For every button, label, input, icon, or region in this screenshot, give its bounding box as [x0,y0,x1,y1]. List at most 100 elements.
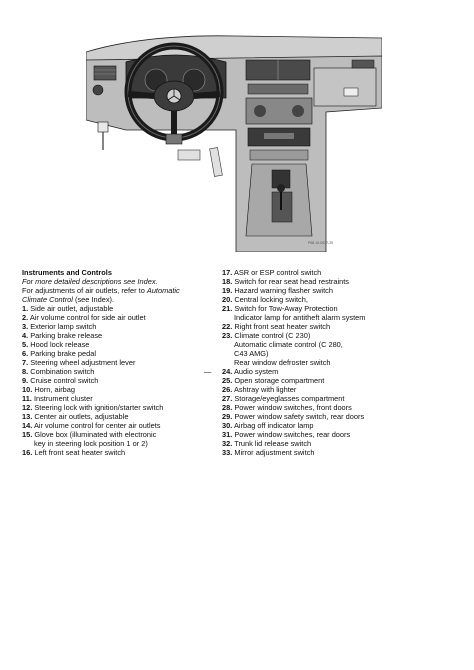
legend-intro-link-a: Automatic [146,286,180,295]
legend-item: Indicator lamp for antitheft alarm syste… [222,313,467,322]
legend-item: 31. Power window switches, rear doors [222,430,467,439]
legend-item: 15. Glove box (illuminated with electron… [22,430,222,439]
legend-intro-tail: (see Index). [75,295,115,304]
legend-item-text: Power window safety switch, rear doors [234,412,365,421]
legend-item: 13. Center air outlets, adjustable [22,412,222,421]
legend-item-number: 11. [22,394,32,403]
legend-item-text: Hood lock release [30,340,90,349]
legend-item-text: Open storage compartment [234,376,325,385]
legend-item-number: 12. [22,403,33,412]
legend-item-number: 14. [22,421,33,430]
legend-item: 16. Left front seat heater switch [22,448,222,457]
legend-item-text: Trunk lid release switch [234,439,312,448]
legend-item: 14. Air volume control for center air ou… [22,421,222,430]
legend-item-text: Center air outlets, adjustable [34,412,129,421]
legend-item-number: 5. [22,340,29,349]
legend-item-number: 7. [22,358,29,367]
legend-item-text: Switch for rear seat head restraints [234,277,349,286]
legend-item-text: Mirror adjustment switch [234,448,315,457]
legend-item: 8. Combination switch [22,367,222,376]
legend-item-number: 9. [22,376,29,385]
legend-item: 9. Cruise control switch [22,376,222,385]
legend-item-number: 13. [22,412,33,421]
legend-item-number: 28. [222,403,233,412]
legend-item: 5. Hood lock release [22,340,222,349]
legend-item-number: 21. [222,304,233,313]
legend-item-text: Exterior lamp switch [30,322,97,331]
legend-item-text: Glove box (illuminated with electronic [34,430,157,439]
legend-item-number: 1. [22,304,29,313]
legend-item-number: 30. [222,421,233,430]
legend-item: Rear window defroster switch [222,358,467,367]
legend-item-number: 27. [222,394,233,403]
legend-item-number: 6. [22,349,29,358]
legend-item-number: 10. [22,385,33,394]
legend-item: Automatic climate control (C 280, [222,340,467,349]
legend-item-text: Climate control (C 230) [234,331,311,340]
legend-item: 25. Open storage compartment [222,376,467,385]
legend-item: 32. Trunk lid release switch [222,439,467,448]
legend-item-text: Parking brake pedal [30,349,96,358]
legend-item: 12. Steering lock with ignition/starter … [22,403,222,412]
legend-item-text: Steering wheel adjustment lever [30,358,136,367]
legend-item: 29. Power window safety switch, rear doo… [222,412,467,421]
legend-item-text: Left front seat heater switch [34,448,126,457]
legend-item-text: Ashtray with lighter [233,385,297,394]
legend-item-text: Storage/eyeglasses compartment [234,394,345,403]
legend-item: 7. Steering wheel adjustment lever [22,358,222,367]
legend-intro-line3: Climate Control (see Index). [22,295,222,304]
legend-item: 18. Switch for rear seat head restraints [222,277,467,286]
legend-item-text: Parking brake release [30,331,103,340]
legend-item: 28. Power window switches, front doors [222,403,467,412]
legend-item-number: 18. [222,277,233,286]
legend-item: 33. Mirror adjustment switch [222,448,467,457]
legend-intro-line2: For adjustments of air outlets, refer to… [22,286,222,295]
legend-item: 2. Air volume control for side air outle… [22,313,222,322]
legend-item: key in steering lock position 1 or 2) [22,439,222,448]
legend-item-number: 23. [222,331,233,340]
dashboard-illustration: P68.10-0037-25 [86,30,382,252]
legend-marker: — [204,367,212,376]
legend-item: 27. Storage/eyeglasses compartment [222,394,467,403]
legend-item-number: 22. [222,322,233,331]
legend-item: 11. Instrument cluster [22,394,222,403]
legend-item: 1. Side air outlet, adjustable [22,304,222,313]
legend-item-number: 20. [222,295,233,304]
legend-item: 3. Exterior lamp switch [22,322,222,331]
legend-item-number: 29. [222,412,233,421]
figure-code: P68.10-0037-25 [308,241,333,245]
legend-item-text: Side air outlet, adjustable [30,304,114,313]
legend-item-number: 4. [22,331,29,340]
legend-item-text: key in steering lock position 1 or 2) [34,439,148,448]
legend-item-text: Audio system [233,367,279,376]
legend-title: Instruments and Controls [22,268,112,277]
legend-item-number: 32. [222,439,233,448]
legend-item-text: Power window switches, front doors [234,403,352,412]
legend-item-number: 19. [222,286,233,295]
legend-left-column: Instruments and Controls For more detail… [22,268,222,457]
legend-item-number: 15. [22,430,33,439]
legend-item-text: Horn, airbag [34,385,76,394]
legend-item-number: 25. [222,376,233,385]
legend-item: 20. Central locking switch, [222,295,467,304]
legend-item-text: Indicator lamp for antitheft alarm syste… [234,313,366,322]
legend-item: 19. Hazard warning flasher switch [222,286,467,295]
legend-item-text: Air volume control for side air outlet [29,313,146,322]
legend-intro-link-b: Climate Control [22,295,73,304]
legend-item-number: 33. [222,448,233,457]
legend-item-number: 16. [22,448,33,457]
legend-item: C43 AMG) [222,349,467,358]
legend-item-number: 31. [222,430,233,439]
legend-item: 21. Switch for Tow-Away Protection [222,304,467,313]
legend-item-number: 17. [222,268,233,277]
legend-item: —24. Audio system [204,367,467,376]
legend-item-text: Instrument cluster [33,394,93,403]
legend-item-text: Airbag off indicator lamp [233,421,314,430]
legend-item-text: Air volume control for center air outlet… [33,421,161,430]
legend-item-text: Rear window defroster switch [234,358,331,367]
legend-item-text: Cruise control switch [30,376,99,385]
legend-item-text: Power window switches, rear doors [234,430,351,439]
legend-item: 26. Ashtray with lighter [222,385,467,394]
